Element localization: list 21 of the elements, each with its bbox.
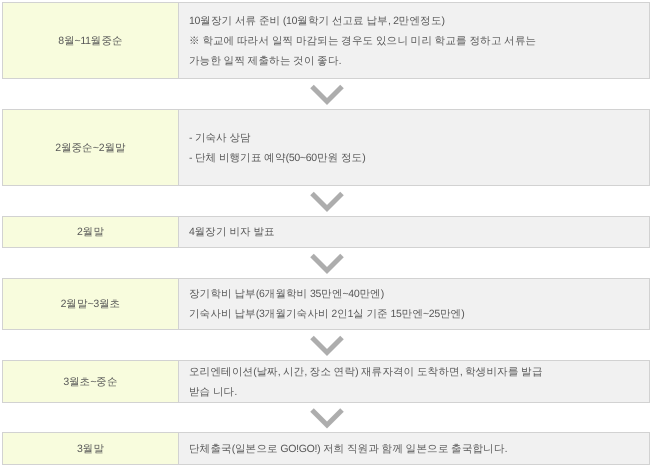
period-cell: 2월중순~2월말 — [3, 110, 179, 185]
step-description: 장기학비 납부(6개월학비 35만엔~40만엔) — [189, 287, 384, 302]
timeline-row — [2, 2, 650, 79]
timeline-row — [2, 216, 650, 248]
timeline-row — [2, 109, 650, 186]
period-cell: 2월말~3월초 — [3, 279, 179, 329]
period-cell: 3월말 — [3, 433, 179, 464]
step-description: 10월장기 서류 준비 (10월학기 선고료 납부, 2만엔정도) — [189, 14, 445, 28]
step-description: ※ 학교에 따라서 일찍 마감되는 경우도 있으니 미리 학교를 정하고 서류는 가능한 일찍 제출하는 것이 좋다. — [189, 34, 538, 68]
timeline-row — [2, 432, 650, 465]
step-description: - 단체 비행기표 예약(50~60만원 정도) — [189, 150, 366, 166]
step-description: - 기숙사 상담 — [189, 130, 251, 146]
timeline-row — [2, 278, 650, 330]
period-cell: 8월~11월중순 — [3, 3, 179, 78]
period-cell: 3월초~중순 — [3, 361, 179, 402]
timeline-row — [2, 360, 650, 403]
step-description: 4월장기 비자 발표 — [189, 225, 275, 240]
step-description: 단체출국(일본으로 GO!GO!) 저희 직원과 함께 일본으로 출국합니다. — [189, 442, 508, 456]
period-cell: 2월말 — [3, 217, 179, 247]
step-description: 오리엔테이션(날짜, 시간, 장소 연락) 재류자격이 도착하면, 학생비자를 발급 받습 니다. — [189, 364, 544, 400]
step-description: 기숙사비 납부(3개월기숙사비 2인1실 기준 15만엔~25만엔) — [189, 307, 464, 322]
